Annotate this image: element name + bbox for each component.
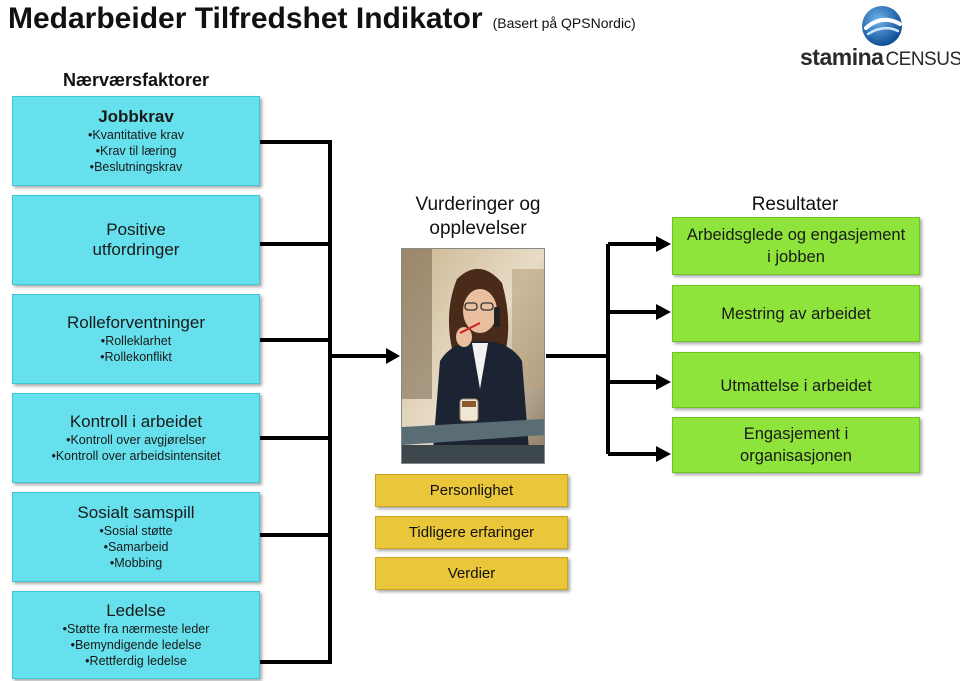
box-line: Mestring av arbeidet <box>721 304 871 323</box>
box-line: Arbeidsglede og engasjement <box>686 226 906 244</box>
box-tidligere-erfaringer: Tidligere erfaringer <box>375 516 568 549</box>
arrowhead-middle <box>386 348 400 364</box>
box-engasjement-organisasjonen: Engasjement i organisasjonen <box>672 417 920 473</box>
list-item: Kvantitative krav <box>88 127 184 143</box>
list-item: Rollekonflikt <box>100 349 172 365</box>
box-line: Engasjement i <box>743 425 849 443</box>
left-bracket <box>260 140 332 664</box>
box-title: Jobbkrav <box>98 107 174 126</box>
list-item: Krav til læring <box>96 143 176 159</box>
list-item: Beslutningskrav <box>90 159 182 175</box>
box-line: i jobben <box>767 248 825 266</box>
box-arbeidsglede: Arbeidsglede og engasjement i jobben <box>672 217 920 275</box>
box-sosialt-samspill: Sosialt samspill Sosial støtte Samarbeid… <box>12 492 260 582</box>
arrowhead <box>656 236 671 252</box>
list-item: Bemyndigende ledelse <box>71 637 201 653</box>
logo-word-stamina: stamina <box>800 44 884 70</box>
logo-word-census: CENSUS <box>885 49 960 70</box>
box-positive-utfordringer: Positive utfordringer <box>12 195 260 285</box>
list-item: Kontroll over avgjørelser <box>66 432 205 448</box>
box-title: Kontroll i arbeidet <box>69 412 203 431</box>
list-item: Samarbeid <box>104 539 168 555</box>
box-jobbkrav: Jobbkrav Kvantitative krav Krav til læri… <box>12 96 260 186</box>
box-title: Sosialt samspill <box>77 503 195 522</box>
box-personlighet: Personlighet <box>375 474 568 507</box>
middle-heading-line1: Vurderinger og <box>415 194 541 215</box>
globe-icon <box>862 6 902 46</box>
list-item: Mobbing <box>110 555 162 571</box>
arrowhead <box>656 304 671 320</box>
box-line: Utmattelse i arbeidet <box>720 377 872 395</box>
middle-heading: Vurderinger og opplevelser <box>390 193 566 241</box>
middle-heading-line2: opplevelser <box>429 218 527 239</box>
list-item: Kontroll over arbeidsintensitet <box>51 448 221 464</box>
box-verdier: Verdier <box>375 557 568 590</box>
list-item: Rolleklarhet <box>101 333 171 349</box>
box-ledelse: Ledelse Støtte fra nærmeste leder Bemynd… <box>12 591 260 679</box>
title-subtitle: (Basert på QPSNordic) <box>492 15 636 31</box>
box-line: organisasjonen <box>740 447 852 465</box>
box-title: Ledelse <box>106 601 166 620</box>
right-heading: Resultater <box>751 194 839 215</box>
list-item: Sosial støtte <box>99 523 173 539</box>
arrowhead <box>656 374 671 390</box>
list-item: Støtte fra nærmeste leder <box>63 621 209 637</box>
box-kontroll: Kontroll i arbeidet Kontroll over avgjør… <box>12 393 260 483</box>
page-title: Medarbeider Tilfredshet Indikator (Basert… <box>8 2 636 36</box>
title-text: Medarbeider Tilfredshet Indikator <box>8 2 483 35</box>
box-title: Positive utfordringer <box>92 220 180 259</box>
left-heading: Nærværsfaktorer <box>62 70 210 90</box>
list-item: Rettferdig ledelse <box>85 653 187 669</box>
arrowhead <box>656 446 671 462</box>
box-title: Rolleforventninger <box>67 313 205 332</box>
box-utmattelse: Utmattelse i arbeidet <box>672 352 920 408</box>
box-rolleforventninger: Rolleforventninger Rolleklarhet Rollekon… <box>12 294 260 384</box>
box-mestring: Mestring av arbeidet <box>672 285 920 342</box>
woman-on-phone-image <box>401 248 545 464</box>
